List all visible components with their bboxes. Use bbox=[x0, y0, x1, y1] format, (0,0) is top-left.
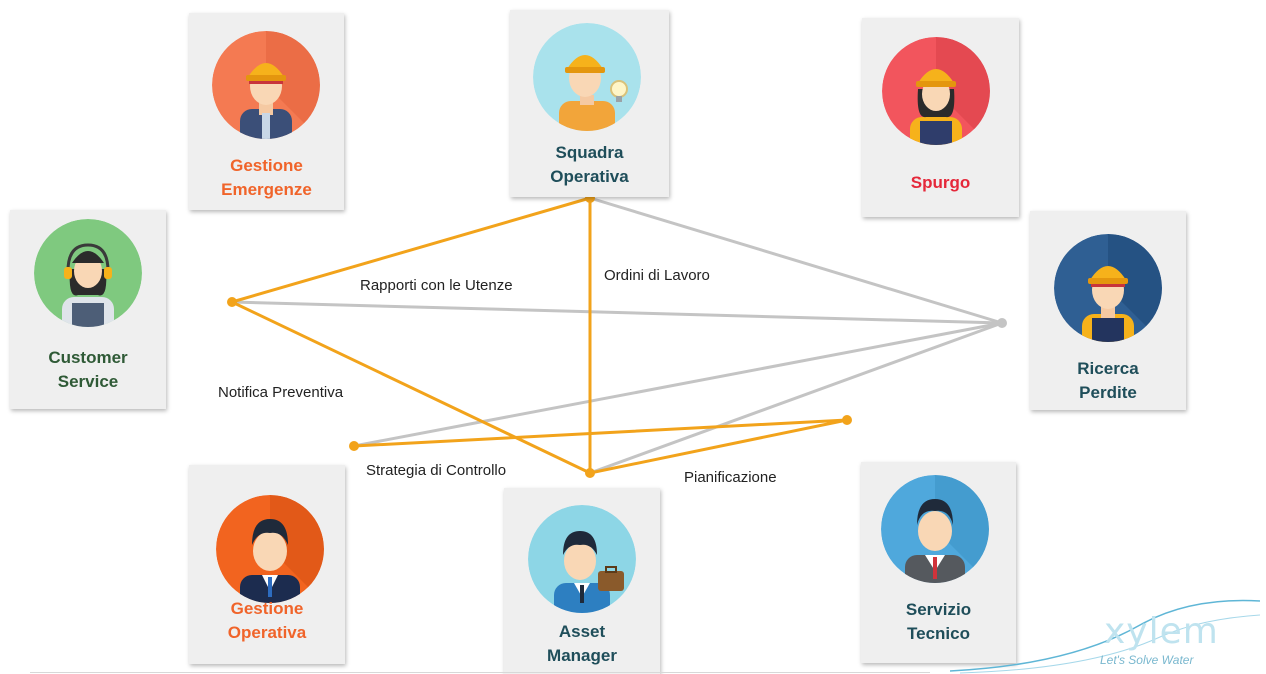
node-pianificazione bbox=[842, 415, 852, 425]
card-squadra-operativa: Squadra Operativa bbox=[510, 10, 669, 197]
role-name-line2: Service bbox=[57, 372, 119, 391]
manager-icon bbox=[216, 495, 324, 603]
card-servizio-tecnico: Servizio Tecnico bbox=[861, 462, 1016, 663]
logo-wordmark: xylem bbox=[1104, 611, 1219, 652]
logo-swoosh-icon bbox=[950, 599, 1260, 674]
role-name-line2: Tecnico bbox=[907, 624, 970, 643]
female-worker-icon bbox=[882, 37, 990, 145]
headset-agent-icon bbox=[34, 219, 142, 327]
orange-line-strategia-pianificazione bbox=[352, 418, 849, 448]
role-name-line1: Gestione bbox=[230, 599, 304, 618]
label-rapporti-utenze: Rapporti con le Utenze bbox=[360, 277, 513, 294]
xylem-logo: xylem Let's Solve Water bbox=[950, 585, 1260, 674]
label-pianificazione: Pianificazione bbox=[684, 469, 777, 486]
gray-line-asset-ricerca bbox=[588, 321, 1004, 475]
orange-line-asset-pianificazione bbox=[588, 418, 849, 475]
card-asset-manager: Asset Manager bbox=[504, 488, 660, 674]
role-name-line2: Emergenze bbox=[221, 180, 312, 199]
label-notifica-preventiva: Notifica Preventiva bbox=[218, 384, 344, 401]
role-name-line1: Customer bbox=[48, 348, 128, 367]
role-name-line1: Gestione bbox=[230, 156, 303, 175]
node-ricerca bbox=[997, 318, 1007, 328]
role-name-line1: Ricerca bbox=[1077, 359, 1139, 378]
card-spurgo: Spurgo bbox=[862, 18, 1019, 217]
role-name-line1: Squadra bbox=[555, 143, 624, 162]
label-strategia-controllo: Strategia di Controllo bbox=[366, 462, 507, 479]
card-customer-service: Customer Service bbox=[10, 210, 166, 409]
card-gestione-emergenze: Gestione Emergenze bbox=[189, 13, 344, 210]
bottom-divider bbox=[30, 672, 930, 673]
gray-line-strategia-ricerca bbox=[352, 321, 1004, 448]
label-ordini-lavoro: Ordini di Lavoro bbox=[604, 267, 710, 284]
businessman-briefcase-icon bbox=[528, 505, 636, 613]
node-strategia bbox=[349, 441, 359, 451]
logo-tagline: Let's Solve Water bbox=[1100, 653, 1194, 667]
electrician-icon bbox=[533, 23, 641, 131]
gray-line-customer-ricerca bbox=[230, 300, 1004, 325]
role-name-line2: Operativa bbox=[227, 623, 307, 642]
worker-helmet-icon bbox=[1054, 234, 1162, 342]
node-asset bbox=[585, 468, 595, 478]
role-name-line1: Asset bbox=[558, 622, 606, 641]
role-name-line2: Operativa bbox=[550, 167, 629, 186]
card-ricerca-perdite: Ricerca Perdite bbox=[1030, 211, 1186, 410]
node-customer bbox=[227, 297, 237, 307]
worker-helmet-icon bbox=[212, 31, 320, 139]
businessman-icon bbox=[881, 475, 989, 583]
role-name-line1: Servizio bbox=[905, 600, 972, 619]
role-name-line2: Perdite bbox=[1079, 383, 1137, 402]
card-gestione-operativa: Gestione Operativa bbox=[189, 465, 345, 664]
role-name-line2: Manager bbox=[547, 646, 617, 665]
role-name-line1: Spurgo bbox=[910, 173, 971, 192]
